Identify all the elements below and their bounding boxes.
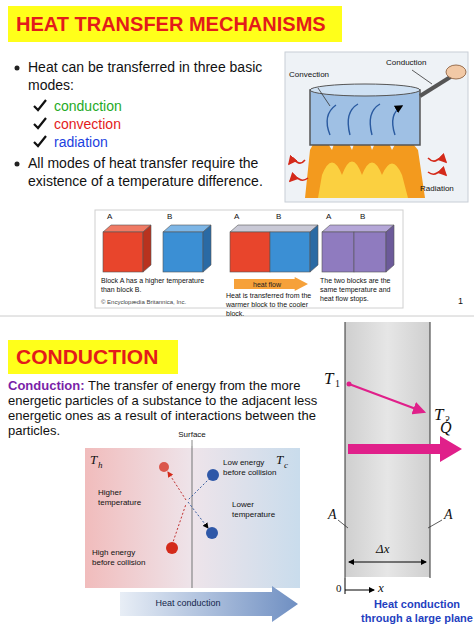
part-label: Convection [289,70,341,80]
particle-illustration [206,527,218,539]
plane-wall [428,520,442,528]
mode-item: convection [54,116,204,134]
arrow-label: Heat conduction [138,598,238,609]
plane-wall [349,384,424,412]
plane-wall [338,520,348,528]
blocks-illustration [163,232,203,272]
arrow-shape [234,277,308,291]
part-label: Surface [170,430,214,440]
bullet-marks [34,118,46,128]
pot-illustration [285,52,468,202]
particle-illustration [168,472,186,500]
blocks-illustration [270,232,310,272]
part-label: Lower temperature [232,500,292,520]
mode-item: conduction [54,98,204,116]
block-caption: Heat is transferred from the warmer bloc… [226,292,318,318]
axis-label: x [378,580,388,596]
blocks-illustration [203,225,211,272]
bullet-marks [15,66,20,71]
symbol: Q̇ [440,418,454,438]
copyright-note: © Encyclopædia Britannica, Inc. [101,299,221,307]
particle-illustration [166,542,178,554]
part-label: Higher temperature [98,488,158,508]
blocks-illustration [310,225,318,272]
subscript: c [284,460,292,471]
plane-wall [338,322,462,594]
plane-wall [349,562,426,563]
bullet-marks [34,100,46,110]
blocks-illustration [103,225,394,272]
subscript: h [98,460,106,471]
blocks-illustration [386,225,394,272]
particle-illustration [188,478,210,500]
pot-illustration [318,162,408,199]
symbol: T [324,368,336,389]
plane-wall [345,322,346,578]
bullet-marks [15,162,20,167]
particle-illustration [85,440,300,622]
node-text: CONDUCTION [16,345,158,369]
pot-illustration [446,65,466,79]
particle-illustration [207,469,219,481]
block-letter: B [360,212,370,222]
plane-wall [348,436,462,462]
section-bar: CONDUCTION [8,340,178,374]
definition-paragraph: Conduction: The transfer of energy from … [8,378,318,438]
particle-illustration [172,504,186,545]
particle-illustration [159,462,169,472]
node-text: heat flow [253,281,281,288]
particle-illustration [192,440,193,446]
block-caption: Block A has a higher temperature than bl… [101,277,219,295]
bullet-text: All modes of heat transfer require the e… [28,155,286,190]
blocks-illustration [322,232,354,272]
dimension: Δx [376,541,400,557]
pot-illustration [290,178,308,181]
bullet-text: Heat can be transferred in three basic m… [28,59,283,94]
plane-wall [345,590,374,591]
particle-illustration [191,446,192,588]
block-caption: The two blocks are the same temperature … [320,277,400,303]
particle-illustration [188,502,208,528]
pot-illustration [412,70,432,84]
title-bar: HEAT TRANSFER MECHANISMS [8,6,342,42]
block-letter: B [276,212,286,222]
pot-illustration [289,160,305,164]
axis-label: 0 [336,582,344,596]
page-number: 1 [458,296,468,307]
part-label: Radiation [420,184,464,194]
block-letter: A [107,212,117,222]
part-label: High energy before collision [92,548,160,568]
node-text: HEAT TRANSFER MECHANISMS [16,13,326,36]
area-label: A [328,506,340,524]
pot-illustration [327,104,402,135]
part-label: Conduction [386,58,438,68]
particle-illustration [120,586,298,622]
bullet-marks [34,136,46,146]
blocks-illustration [103,232,143,272]
block-letter: B [167,212,177,222]
blocks-illustration [230,232,270,272]
pot-illustration [318,88,330,106]
term: Conduction: [8,378,85,393]
plane-wall [345,578,346,594]
pot-illustration [310,84,420,96]
pot-illustration [285,52,468,202]
heat-flow-arrow: heat flow [234,277,308,291]
blocks-illustration [143,225,151,272]
blocks-illustration [230,225,318,232]
block-letter: A [234,212,244,222]
pot-illustration [428,158,446,162]
part-label: Low energy before collision [223,458,283,478]
subscript: 1 [335,378,343,391]
pot-illustration [310,90,420,145]
figure-caption: Heat conduction through a large plane [360,598,474,626]
block-letter: A [326,212,336,222]
blocks-illustration [354,232,386,272]
blocks-illustration [322,225,394,232]
mode-item: radiation [54,134,204,152]
area-label: A [444,506,456,524]
pot-illustration [428,172,446,175]
